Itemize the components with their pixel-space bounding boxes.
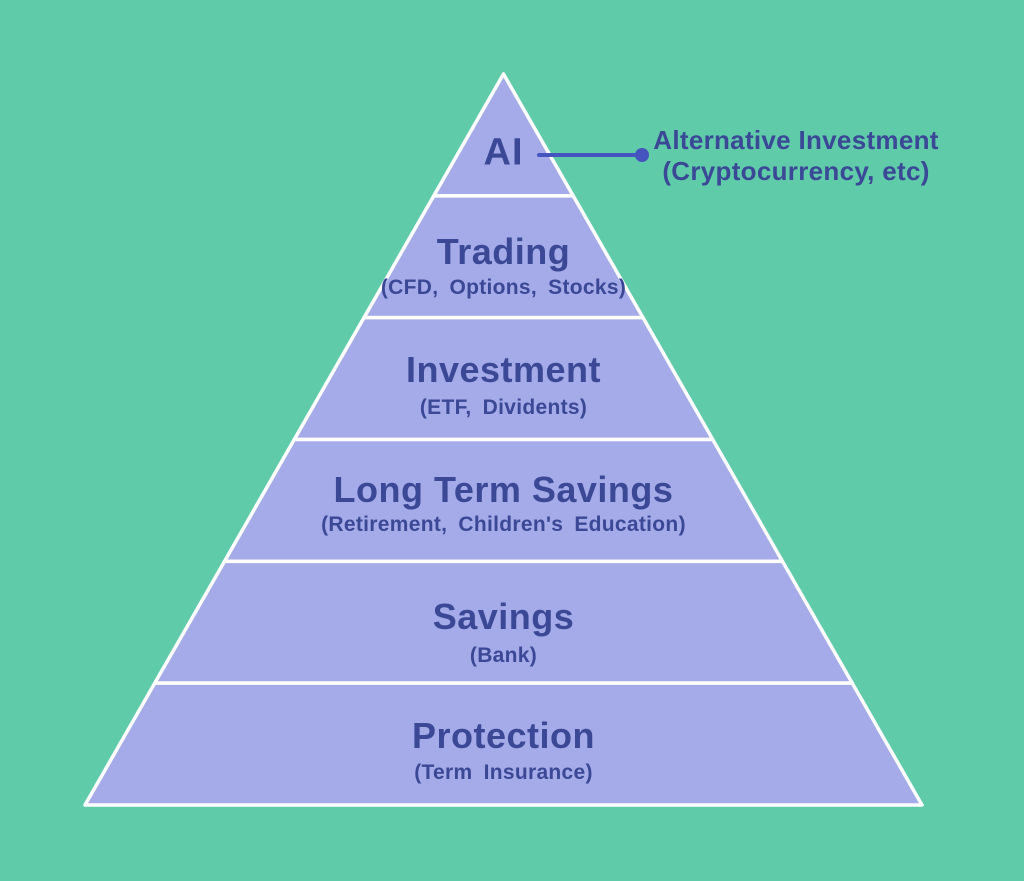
pyramid-level-sublabel-trading: (CFD, Options, Stocks) — [380, 276, 627, 299]
pyramid-level-sublabel-long-term-savings: (Retirement, Children's Education) — [321, 513, 686, 536]
pyramid-level-sublabel-protection: (Term Insurance) — [414, 761, 593, 784]
pyramid-level-label-savings: Savings — [432, 596, 575, 637]
pyramid-level-sublabel-savings: (Bank) — [469, 644, 538, 667]
callout-connector-line — [537, 153, 643, 157]
pyramid-level-label-investment: Investment — [405, 349, 602, 390]
pyramid-level-label-long-term-savings: Long Term Savings — [333, 469, 674, 510]
pyramid-level-label-protection: Protection — [411, 715, 595, 756]
callout-label-line2: (Cryptocurrency, etc) — [662, 156, 930, 186]
pyramid-level-sublabel-investment: (ETF, Dividents) — [419, 396, 588, 419]
callout-label-line1: Alternative Investment — [653, 125, 939, 155]
pyramid-level-label-trading: Trading — [436, 231, 571, 272]
callout-label: Alternative Investment (Cryptocurrency, … — [650, 125, 942, 187]
callout-connector-dot — [635, 148, 649, 162]
pyramid-level-label-ai: AI — [483, 131, 524, 174]
pyramid-level-5 — [83, 681, 924, 807]
